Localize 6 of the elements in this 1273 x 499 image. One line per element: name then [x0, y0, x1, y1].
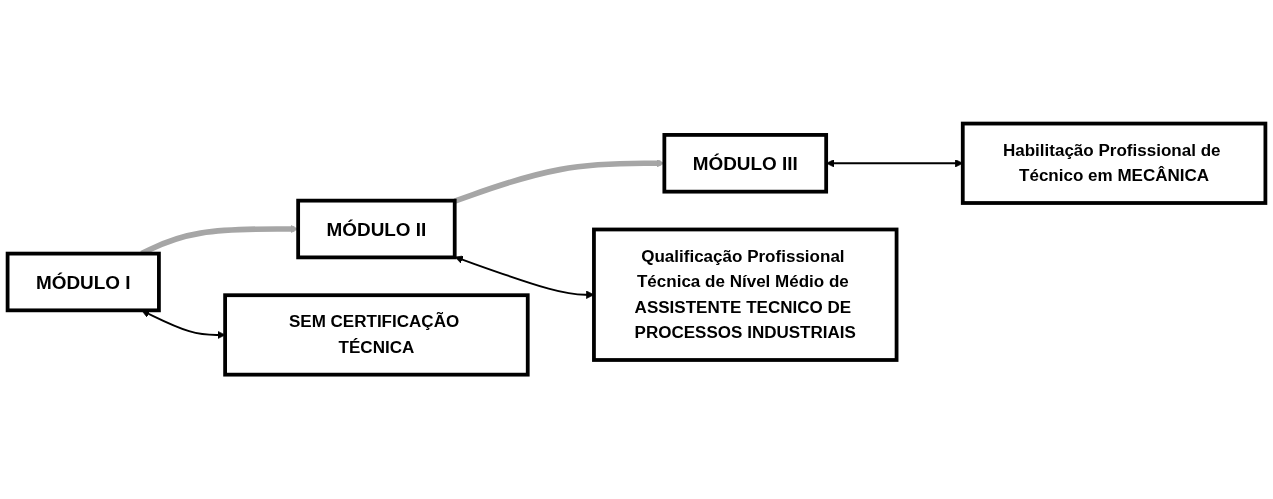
- node-box: MÓDULO I: [5, 252, 161, 313]
- node-box: SEM CERTIFICAÇÃO TÉCNICA: [223, 293, 530, 377]
- node-box: Qualificação Profissional Técnica de Nível Médio de ASSISTENTE TECNICO DE PROCESSOS INDUSTRIAIS: [592, 228, 899, 363]
- node-box: Habilitação Profissional de Técnico em MECÂNICA: [960, 122, 1268, 206]
- node-box: MÓDULO II: [296, 199, 457, 260]
- node-box: MÓDULO III: [662, 133, 829, 194]
